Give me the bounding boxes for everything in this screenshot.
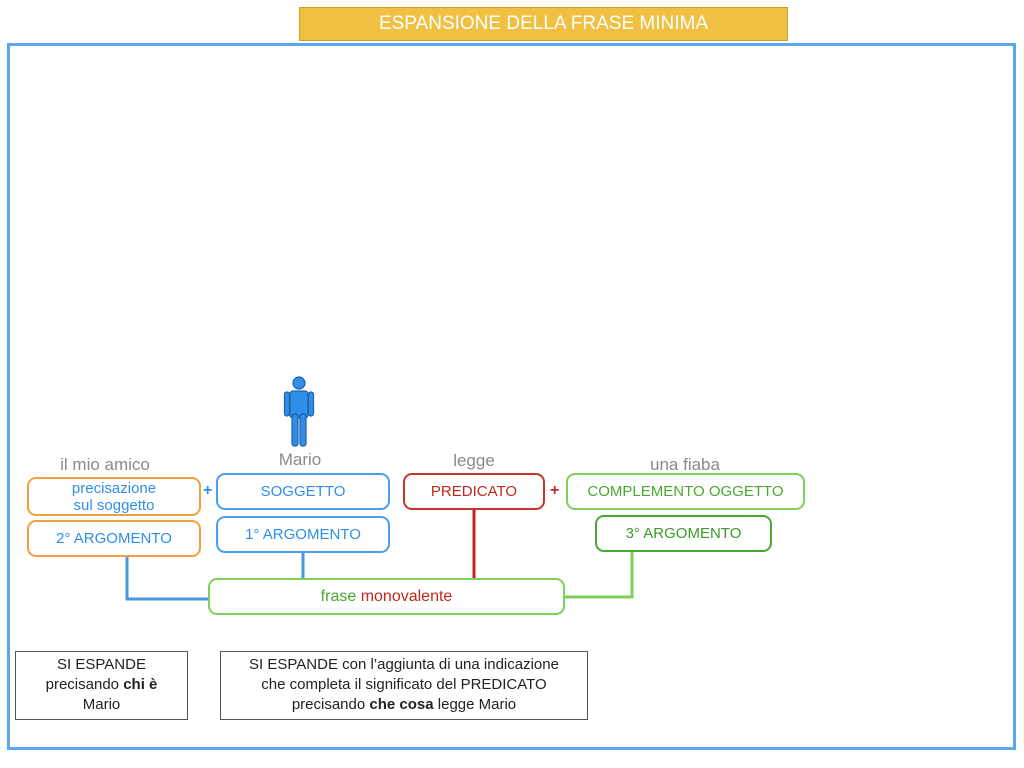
- complemento-oggetto-label: COMPLEMENTO OGGETTO: [587, 483, 784, 500]
- note-right: SI ESPANDE con l’aggiunta di una indicaz…: [220, 651, 588, 720]
- complemento-oggetto-box: COMPLEMENTO OGGETTO: [566, 473, 805, 510]
- word-legge: legge: [453, 451, 495, 470]
- word-il-mio-amico: il mio amico: [60, 455, 150, 474]
- note-left-line1: SI ESPANDE: [57, 656, 146, 673]
- word-mario: Mario: [278, 450, 322, 469]
- connector-secondo-argomento: [125, 557, 209, 601]
- connector-terzo-argomento: [565, 552, 634, 599]
- soggetto-label: SOGGETTO: [260, 483, 346, 500]
- predicato-box: PREDICATO: [403, 473, 545, 510]
- precisazione-box: precisazione sul soggetto: [27, 477, 201, 516]
- diagram-frame: [7, 43, 1016, 750]
- plus-sign-left: +: [203, 482, 213, 499]
- plus-sign-right: +: [550, 482, 560, 499]
- monovalente-label: monovalente: [360, 588, 453, 605]
- word-una-fiaba: una fiaba: [650, 455, 720, 474]
- note-left: SI ESPANDE precisando chi è Mario: [15, 651, 188, 720]
- note-left-line2: precisando chi è: [45, 676, 158, 693]
- note-right-line3: precisando che cosa legge Mario: [291, 696, 517, 713]
- precisazione-line2: sul soggetto: [73, 496, 155, 514]
- primo-argomento-label: 1° ARGOMENTO: [245, 526, 361, 543]
- note-left-line3: Mario: [82, 696, 121, 713]
- page-title: ESPANSIONE DELLA FRASE MINIMA: [299, 7, 788, 41]
- frase-monovalente-box: frase monovalente: [208, 578, 565, 615]
- note-right-line1: SI ESPANDE con l’aggiunta di una indicaz…: [249, 656, 559, 673]
- note-right-line2: che completa il significato del PREDICAT…: [261, 676, 547, 693]
- person-icon: [283, 376, 315, 447]
- terzo-argomento-box: 3° ARGOMENTO: [595, 515, 772, 552]
- predicato-label: PREDICATO: [430, 483, 518, 500]
- precisazione-line1: precisazione: [71, 479, 157, 497]
- terzo-argomento-label: 3° ARGOMENTO: [625, 525, 742, 542]
- frase-label: frase: [320, 588, 357, 605]
- primo-argomento-box: 1° ARGOMENTO: [216, 516, 390, 553]
- secondo-argomento-box: 2° ARGOMENTO: [27, 520, 201, 557]
- soggetto-box: SOGGETTO: [216, 473, 390, 510]
- secondo-argomento-label: 2° ARGOMENTO: [56, 530, 172, 547]
